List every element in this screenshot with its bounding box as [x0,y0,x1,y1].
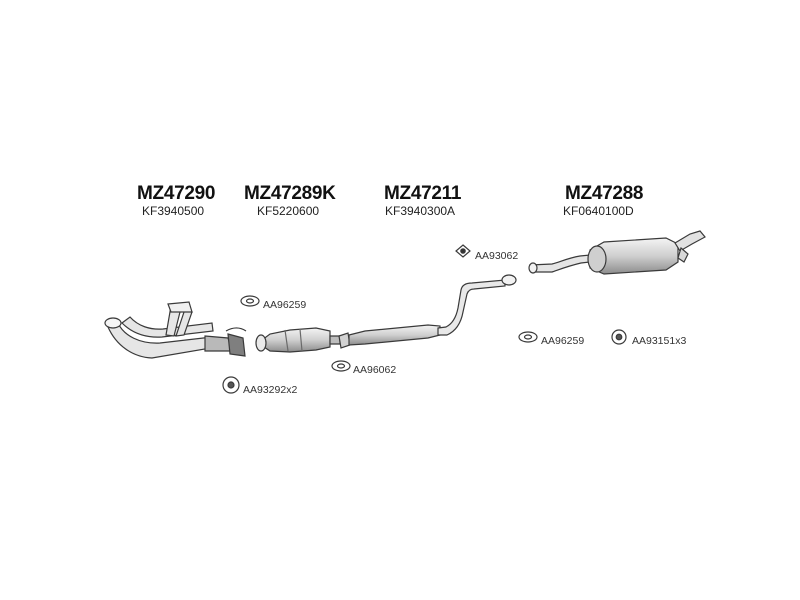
part-ref-middle-pipe: KF3940300A [385,204,456,218]
part-ref-front-pipe: KF3940500 [142,204,205,218]
rubber-mount-icon [611,329,627,345]
part-code-rear-silencer: MZ47288 [565,183,644,204]
middle-pipe-drawing [338,274,517,349]
accessory-label-mount-2: AA93151x3 [632,335,687,347]
part-code-catalytic-converter: MZ47289K [244,183,336,204]
accessory-label-gasket-2: AA96062 [353,364,397,376]
hanger-icon [455,244,471,258]
part-code-front-pipe: MZ47290 [137,183,216,204]
part-ref-catalytic-converter: KF5220600 [257,204,320,218]
accessory-label-gasket-3: AA96259 [541,335,585,347]
catalytic-converter-drawing [255,327,341,353]
part-code-middle-pipe: MZ47211 [384,183,462,204]
front-pipe-drawing [104,301,247,359]
rear-silencer-drawing [528,230,706,275]
gasket-icon [331,360,351,372]
accessory-label-gasket-1: AA96259 [263,299,307,311]
rubber-mount-icon [222,376,240,394]
accessory-label-mount-1: AA93292x2 [243,384,298,396]
gasket-icon [518,331,538,343]
part-ref-rear-silencer: KF0640100D [563,204,634,218]
accessory-label-hanger-1: AA93062 [475,250,519,262]
